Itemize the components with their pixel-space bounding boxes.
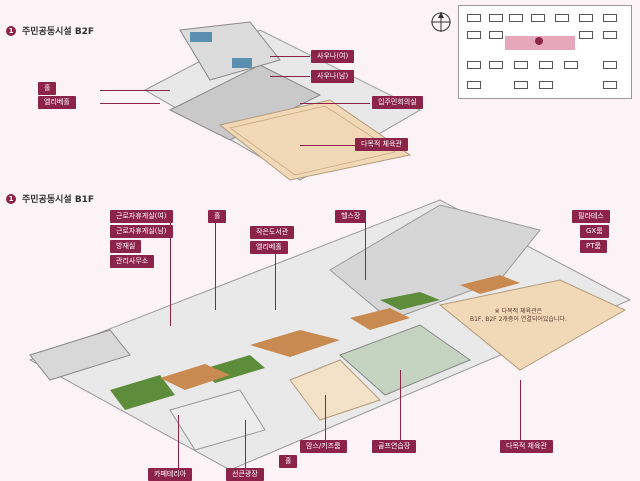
label-kids-room: 맘스/키즈룸	[300, 440, 347, 453]
label-cafeteria: 카페테리아	[148, 468, 193, 481]
section-title-b1f: 1 주민공동시설 B1F	[6, 192, 94, 205]
section-title-text: 주민공동시설 B2F	[22, 27, 95, 37]
north-arrow-icon	[428, 10, 454, 34]
section-title-text: 주민공동시설 B1F	[22, 195, 95, 205]
label-nursery: 방재실	[110, 240, 142, 253]
label-sauna-male: 사우나(남)	[311, 70, 355, 83]
label-gx-room: GX룸	[580, 225, 609, 238]
label-elevator-hall-b2f: 엘리베홀	[38, 96, 76, 109]
label-multipurpose-gym-b1f: 다목적 체육관	[500, 440, 553, 453]
label-hall-b1f: 홀	[208, 210, 227, 223]
section-title-b2f: 1 주민공동시설 B2F	[6, 24, 94, 37]
label-elevator-hall-b1f: 엘리베홀	[250, 241, 288, 254]
label-pt-room: PT룸	[580, 240, 607, 253]
label-hall-b2f: 홀	[38, 82, 57, 95]
label-resident-meeting: 입주민회의실	[372, 96, 423, 109]
label-multipurpose-gym-b2f: 다목적 체육관	[355, 138, 408, 151]
key-map	[458, 5, 632, 99]
label-sauna-female: 사우나(여)	[311, 50, 355, 63]
label-management-office: 관리사무소	[110, 255, 155, 268]
label-pilates: 필라테스	[572, 210, 610, 223]
gym-connection-note: ※ 다목적 체육관은 B1F, B2F 2개층이 연결되어있습니다.	[470, 308, 567, 323]
label-fitness: 헬스장	[335, 210, 367, 223]
label-small-library: 작은도서관	[250, 226, 295, 239]
label-sunken-plaza: 선큰광장	[226, 468, 264, 481]
label-study-male: 근로자휴게실(남)	[110, 225, 173, 238]
label-hall-bottom: 홀	[279, 455, 298, 468]
location-marker-icon	[535, 37, 543, 45]
label-golf-practice: 골프연습장	[372, 440, 417, 453]
section-number-badge: 1	[6, 193, 16, 204]
section-number-badge: 1	[6, 25, 16, 36]
label-study-female: 근로자휴게실(여)	[110, 210, 173, 223]
